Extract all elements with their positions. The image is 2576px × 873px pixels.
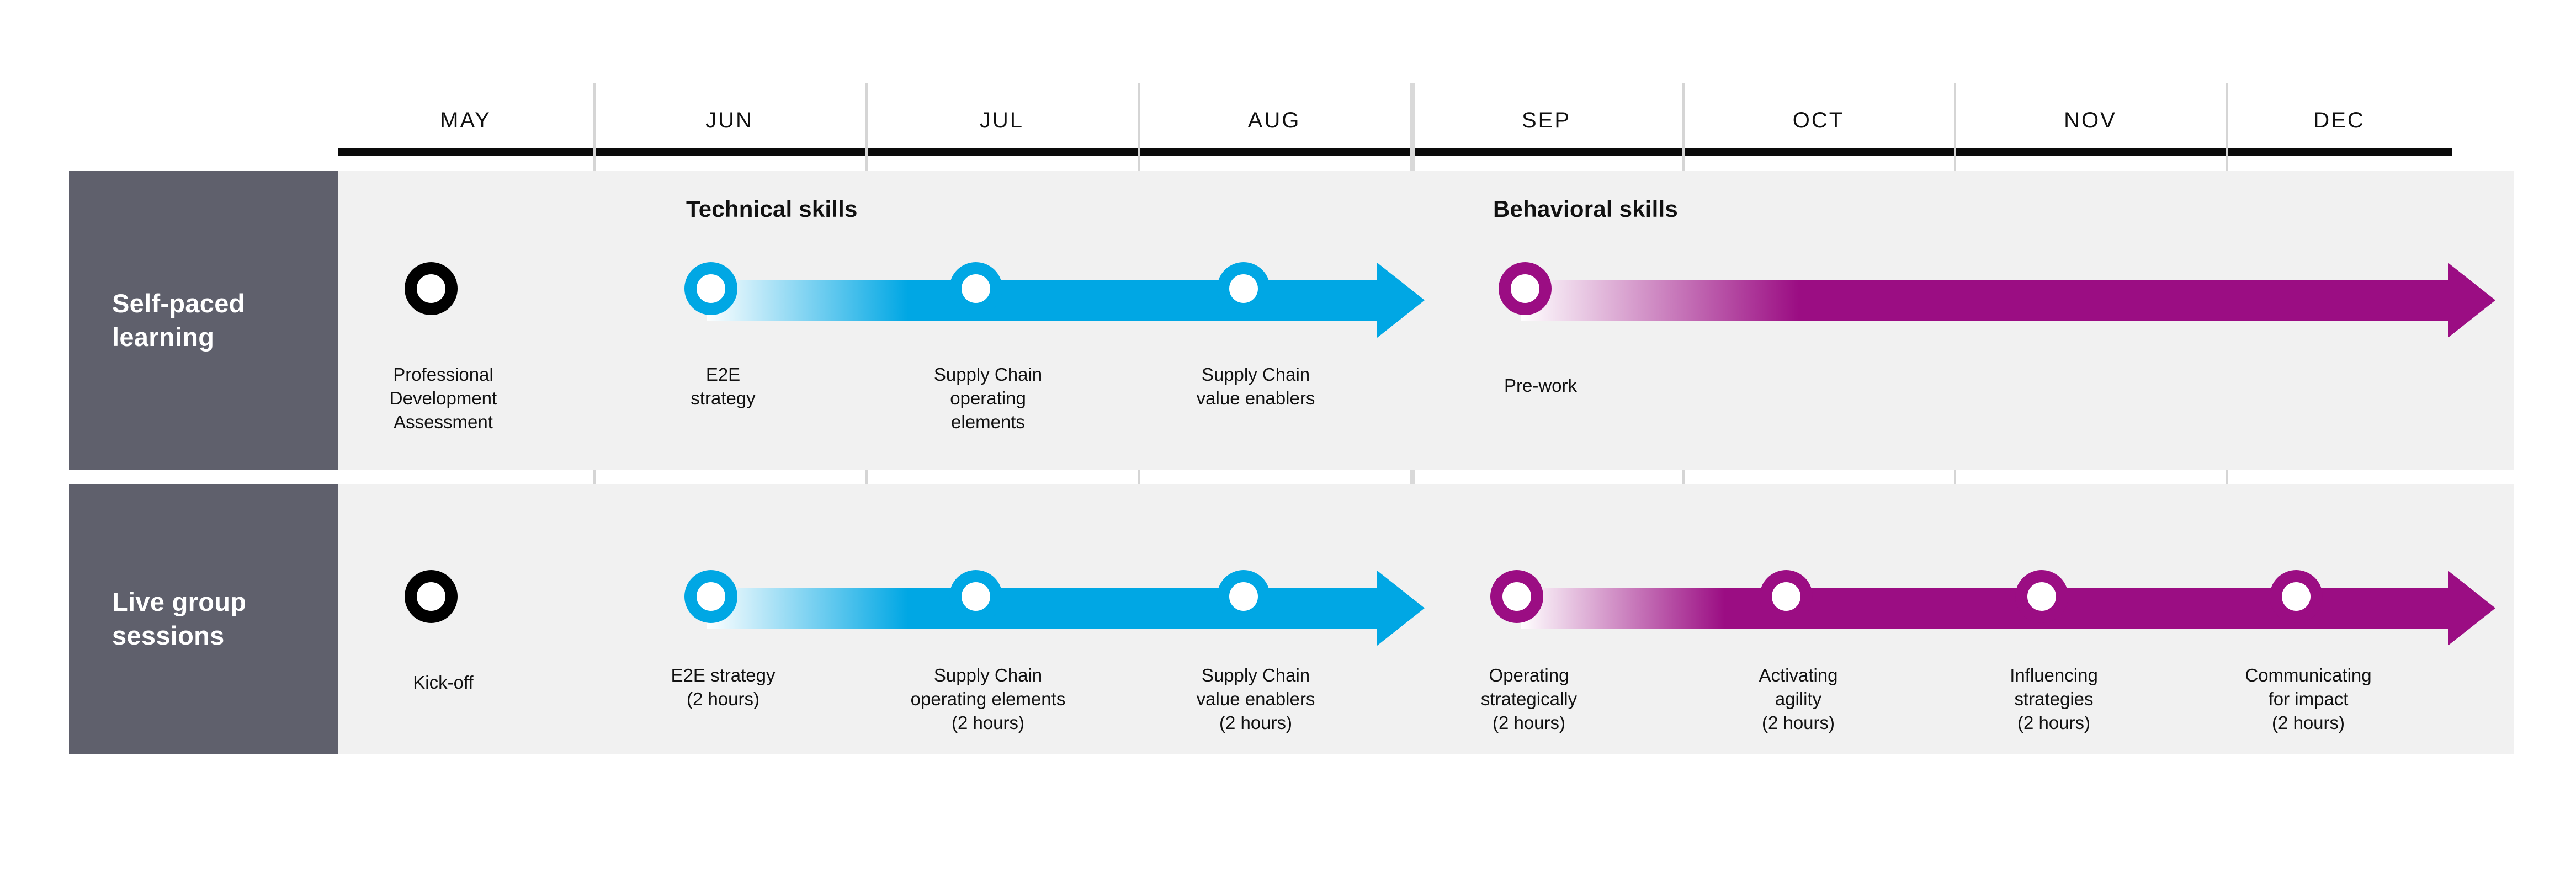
milestone-caption-influencing-strategies: Influencing strategies (2 hours): [2010, 665, 2098, 733]
milestone-caption-operating-strategically: Operating strategically (2 hours): [1480, 665, 1578, 733]
milestone-ring-kick-off[interactable]: [405, 570, 458, 623]
month-label: DEC: [2313, 108, 2365, 132]
arrow-track-body: [707, 280, 1377, 321]
milestone-caption-activating-agility: Activating agility (2 hours): [1759, 665, 1838, 733]
month-label: JUN: [705, 108, 753, 132]
milestone-ring-e2e-strategy[interactable]: [684, 262, 737, 315]
month-label: MAY: [440, 108, 491, 132]
arrow-track-body: [1521, 280, 2448, 321]
arrow-track-technical-track: [707, 263, 1425, 338]
section-heading-behavioral-skills: Behavioral skills: [1493, 196, 1678, 222]
milestone-ring-activating-agility[interactable]: [1760, 570, 1813, 623]
arrow-track-technical-track-live: [707, 571, 1425, 646]
month-column-may: MAY: [338, 83, 593, 155]
arrow-track-behavioral-track-live: [1521, 571, 2495, 646]
milestone-caption-e2e-strategy: E2E strategy: [691, 364, 756, 408]
milestone-caption-kick-off: Kick-off: [413, 672, 474, 693]
milestone-ring-influencing-strategies[interactable]: [2015, 570, 2068, 623]
milestone-ring-sc-operating-elements-live[interactable]: [949, 570, 1002, 623]
month-label: SEP: [1521, 108, 1571, 132]
milestone-ring-professional-development-assessment[interactable]: [405, 262, 458, 315]
milestone-caption-professional-development-assessment: Professional Development Assessment: [389, 364, 497, 432]
arrow-head-icon: [2448, 263, 2495, 338]
arrow-track-body: [707, 588, 1377, 629]
milestone-caption-communicating-for-impact: Communicating for impact (2 hours): [2245, 665, 2372, 733]
arrow-head-icon: [1377, 571, 1425, 646]
milestone-ring-supply-chain-value-enablers[interactable]: [1217, 262, 1270, 315]
month-column-jun: JUN: [593, 83, 865, 155]
month-column-sep: SEP: [1410, 83, 1682, 155]
month-column-dec: DEC: [2226, 83, 2452, 155]
arrow-head-icon: [2448, 571, 2495, 646]
milestone-caption-e2e-strategy-live: E2E strategy (2 hours): [671, 665, 776, 709]
milestone-caption-supply-chain-operating-elements: Supply Chain operating elements: [933, 364, 1043, 432]
month-column-nov: NOV: [1954, 83, 2226, 155]
axis-baseline-rule: [338, 148, 2452, 156]
milestone-ring-pre-work[interactable]: [1499, 262, 1552, 315]
milestone-ring-e2e-strategy-live[interactable]: [684, 570, 737, 623]
milestone-ring-operating-strategically[interactable]: [1490, 570, 1543, 623]
sidebar-item-label: Self-paced learning: [112, 289, 245, 352]
milestone-ring-sc-value-enablers-live[interactable]: [1217, 570, 1270, 623]
month-column-jul: JUL: [865, 83, 1138, 155]
milestone-caption-supply-chain-value-enablers: Supply Chain value enablers: [1196, 364, 1315, 408]
month-column-aug: AUG: [1138, 83, 1410, 155]
milestone-caption-sc-value-enablers-live: Supply Chain value enablers (2 hours): [1196, 665, 1315, 733]
month-axis: MAY JUN JUL AUG SEP OCT NOV DEC: [338, 83, 2452, 155]
month-label: JUL: [979, 108, 1024, 132]
arrow-track-behavioral-track: [1521, 263, 2495, 338]
month-label: AUG: [1247, 108, 1301, 132]
section-heading-technical-skills: Technical skills: [686, 196, 858, 222]
arrow-head-icon: [1377, 263, 1425, 338]
month-label: NOV: [2064, 108, 2117, 132]
month-column-oct: OCT: [1682, 83, 1954, 155]
sidebar-item-self-paced-learning[interactable]: Self-paced learning: [69, 171, 338, 470]
milestone-ring-supply-chain-operating-elements[interactable]: [949, 262, 1002, 315]
milestone-caption-sc-operating-elements-live: Supply Chain operating elements (2 hours…: [910, 665, 1066, 733]
month-label: OCT: [1792, 108, 1845, 132]
milestone-ring-communicating-for-impact[interactable]: [2270, 570, 2323, 623]
milestone-caption-pre-work: Pre-work: [1504, 375, 1578, 396]
sidebar-item-label: Live group sessions: [112, 587, 247, 650]
sidebar-item-live-group-sessions[interactable]: Live group sessions: [69, 484, 338, 754]
